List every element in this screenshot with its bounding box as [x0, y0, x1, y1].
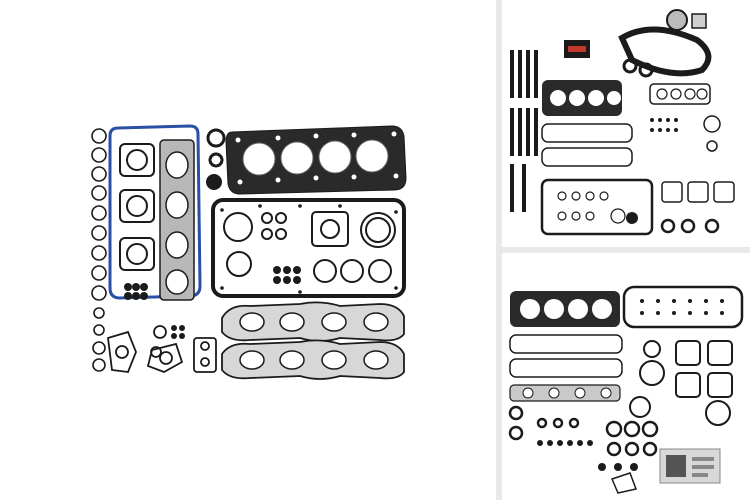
main-product-image — [0, 0, 496, 500]
gasket-set-alternate-photo-icon — [508, 285, 744, 494]
cylinder-head-gasket — [225, 125, 407, 195]
gasket-set-with-timing-belt-photo-icon — [510, 9, 735, 236]
intake-manifold-gasket — [221, 301, 405, 380]
oil-pan-gasket — [211, 198, 406, 298]
product-thumbnail-1[interactable] — [502, 0, 750, 247]
timing-belt — [618, 26, 712, 77]
valve-cover-gasket — [622, 285, 744, 329]
cylinder-head-gasket — [510, 291, 620, 327]
o-ring-column — [91, 128, 107, 372]
product-thumbnail-2[interactable] — [502, 253, 750, 500]
head-bolts — [510, 50, 538, 212]
gasket-set-photo-icon — [91, 124, 407, 380]
exhaust-manifold-gasket — [159, 139, 195, 301]
